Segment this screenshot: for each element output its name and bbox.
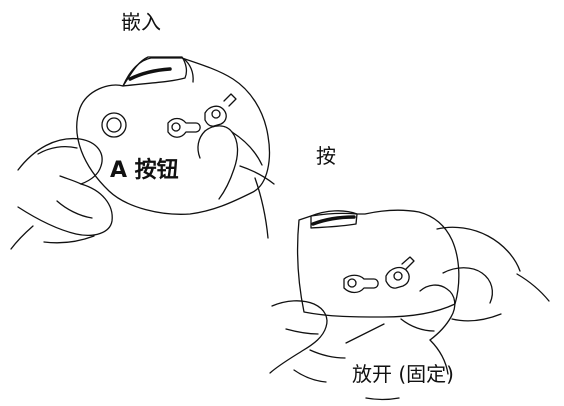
a-button-label: A 按钮: [110, 158, 179, 183]
top-assembly-illustration: [10, 56, 275, 250]
release-fixed-label: 放开 (固定): [352, 362, 454, 386]
insert-label: 嵌入: [121, 10, 161, 34]
bottom-assembly-illustration: [269, 209, 550, 401]
press-label: 按: [316, 144, 336, 168]
